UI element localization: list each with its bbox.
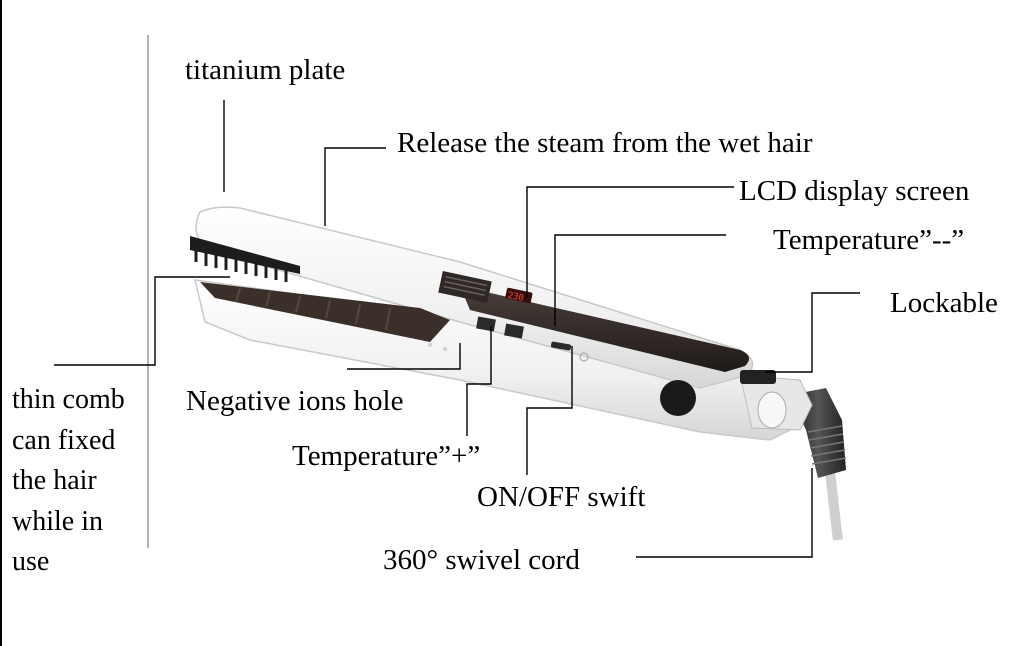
- label-thin-comb-line: the hair: [12, 465, 97, 496]
- leader-lockable: [765, 292, 860, 373]
- lcd-panel: [460, 286, 749, 372]
- label-lcd-display: LCD display screen: [739, 175, 970, 207]
- leader-thin-comb: [54, 276, 230, 366]
- thin-comb: [190, 236, 300, 282]
- leader-on-off: [526, 346, 573, 475]
- label-lockable: Lockable: [890, 287, 998, 319]
- label-release-steam: Release the steam from the wet hair: [397, 127, 813, 159]
- temperature-minus-button: [504, 323, 524, 339]
- leader-lcd-display: [526, 186, 734, 298]
- on-off-switch: [550, 341, 572, 351]
- label-temperature-plus: Temperature”+”: [292, 440, 481, 472]
- power-icon: [579, 352, 589, 362]
- leader-temperature-minus: [554, 234, 726, 326]
- leader-temperature-plus: [466, 326, 492, 436]
- label-thin-comb-line: while in: [12, 505, 103, 537]
- lcd-screen: [505, 287, 533, 304]
- lock-knob: [660, 380, 696, 416]
- leader-lines: [54, 100, 860, 558]
- cord-ribs: [807, 425, 847, 465]
- label-on-off: ON/OFF swift: [477, 481, 646, 513]
- leader-release-steam: [324, 147, 386, 226]
- leader-negative-ions: [347, 343, 461, 370]
- plate-ridges: [235, 287, 391, 331]
- label-negative-ions: Negative ions hole: [186, 385, 404, 417]
- hair-straightener: 230: [190, 206, 847, 541]
- swivel-ring: [757, 391, 787, 429]
- label-titanium-plate: titanium plate: [185, 54, 346, 86]
- steam-vents: [438, 271, 492, 303]
- label-thin-comb-line: use: [12, 546, 50, 577]
- lcd-readout: 230: [507, 291, 525, 304]
- label-thin-comb: thin comb can fixed the hair while in us…: [12, 380, 125, 583]
- label-thin-comb-line: thin comb: [12, 384, 125, 415]
- label-thin-comb-line: can fixed: [12, 424, 116, 456]
- leader-swivel-cord: [636, 468, 813, 558]
- lock-slider: [740, 370, 776, 384]
- label-temperature-minus: Temperature”--”: [773, 224, 965, 256]
- negative-ions-holes: [428, 343, 447, 351]
- label-swivel-cord: 360° swivel cord: [383, 544, 580, 576]
